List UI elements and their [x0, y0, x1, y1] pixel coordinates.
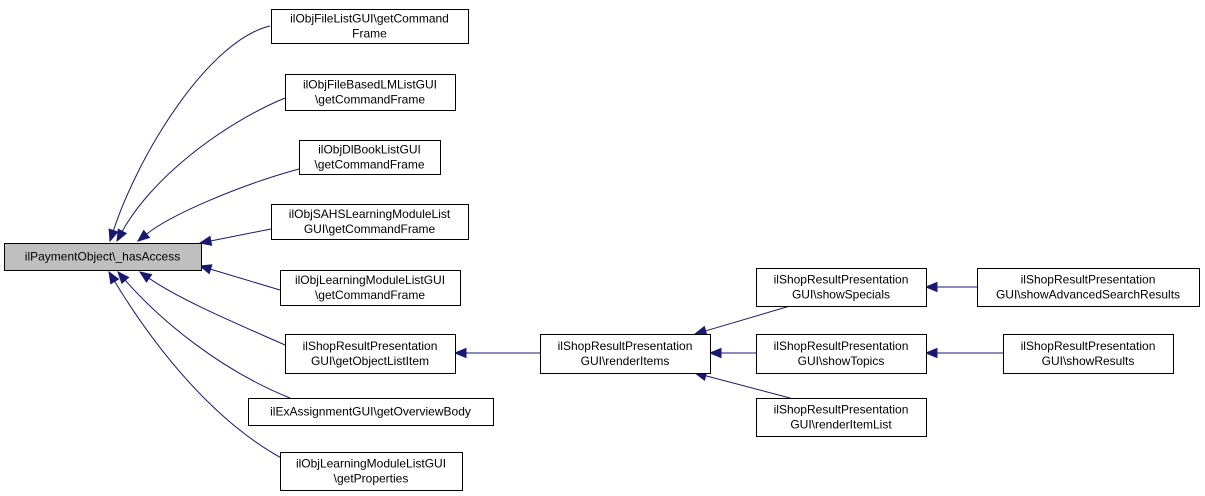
node-label-line: \getCommandFrame [314, 158, 424, 172]
node-n4[interactable]: ilObjSAHSLearningModuleListGUI\getComman… [271, 204, 469, 240]
node-label-line: ilShopResultPresentation [303, 339, 438, 353]
edge-arrowhead [108, 270, 120, 285]
node-box[interactable] [756, 268, 927, 307]
edge-n1-root [108, 25, 271, 243]
edge-line [704, 375, 791, 399]
node-label-line: ilObjSAHSLearningModuleList [289, 207, 451, 221]
edge-line [147, 277, 286, 346]
node-label-line: \getCommandFrame [315, 288, 425, 302]
nodes-layer: ilPaymentObject\_hasAccess ilObjFileListG… [4, 9, 1200, 491]
edge-arrowhead [198, 264, 213, 275]
edge-n6-root [138, 271, 286, 346]
edge-arrowhead [198, 235, 213, 246]
node-label-line: GUI\showResults [1042, 354, 1135, 368]
edge-line [145, 168, 300, 236]
node-box[interactable] [280, 452, 463, 491]
node-label-line: ilShopResultPresentation [774, 403, 909, 417]
node-box[interactable] [4, 243, 202, 271]
node-box[interactable] [299, 140, 441, 175]
edge-arrowhead [693, 325, 708, 336]
node-box[interactable] [271, 9, 469, 44]
edge-n2-root [116, 97, 286, 243]
edge-n11-n9 [708, 347, 756, 359]
edge-arrowhead [136, 229, 151, 242]
node-n2[interactable]: ilObjFileBasedLMListGUI\getCommandFrame [285, 74, 456, 111]
node-label-line: GUI\renderItemList [790, 418, 892, 432]
edges-layer [108, 25, 1003, 461]
edge-line [704, 305, 791, 332]
edge-n4-root [198, 228, 272, 246]
edge-line [112, 25, 271, 232]
edge-n8-root [108, 270, 286, 461]
edge-n14-n11 [924, 347, 1003, 359]
edge-n7-root [117, 271, 291, 399]
edge-line [113, 280, 286, 461]
node-label-line: Frame [352, 27, 387, 41]
node-label-line: GUI\renderItems [581, 354, 670, 368]
node-box[interactable] [271, 204, 469, 240]
edge-arrowhead [108, 228, 119, 243]
edge-line [209, 268, 281, 291]
node-box[interactable] [285, 74, 456, 111]
node-n5[interactable]: ilObjLearningModuleListGUI\getCommandFra… [280, 270, 461, 306]
node-box[interactable] [285, 334, 456, 374]
edge-line [209, 228, 272, 242]
edge-line [121, 97, 286, 233]
node-label-line: GUI\getCommandFrame [304, 222, 436, 236]
edge-arrowhead [138, 271, 153, 283]
edge-n12-n9 [693, 370, 791, 399]
edge-arrowhead [453, 347, 467, 359]
edge-n9-n6 [453, 347, 540, 359]
node-label-line: ilObjDlBookListGUI [318, 143, 421, 157]
node-box[interactable] [1003, 334, 1174, 374]
edge-arrowhead [708, 347, 722, 359]
node-label-line: ilObjLearningModuleListGUI [296, 457, 446, 471]
node-box[interactable] [280, 270, 461, 306]
node-label-line: ilShopResultPresentation [1021, 339, 1156, 353]
edge-arrowhead [116, 228, 128, 243]
node-n6[interactable]: ilShopResultPresentationGUI\getObjectLis… [285, 334, 456, 374]
node-box[interactable] [756, 334, 927, 374]
node-n13[interactable]: ilShopResultPresentationGUI\showAdvanced… [977, 268, 1200, 307]
node-label-line: \getProperties [334, 472, 409, 486]
node-n8[interactable]: ilObjLearningModuleListGUI\getProperties [280, 452, 463, 491]
node-label-line: GUI\showSpecials [792, 288, 890, 302]
node-label-line: \getCommandFrame [315, 93, 425, 107]
node-label-line: ilPaymentObject\_hasAccess [25, 250, 180, 264]
edge-arrowhead [117, 271, 130, 285]
node-label-line: ilExAssignmentGUI\getOverviewBody [270, 405, 471, 419]
edge-arrowhead [924, 347, 938, 359]
node-n1[interactable]: ilObjFileListGUI\getCommandFrame [271, 9, 469, 44]
node-box[interactable] [248, 398, 494, 426]
node-n3[interactable]: ilObjDlBookListGUI\getCommandFrame [299, 140, 441, 175]
node-root[interactable]: ilPaymentObject\_hasAccess [4, 243, 202, 271]
node-label-line: ilShopResultPresentation [1021, 273, 1156, 287]
node-box[interactable] [977, 268, 1200, 307]
node-label-line: GUI\showAdvancedSearchResults [996, 288, 1180, 302]
node-label-line: ilObjFileListGUI\getCommand [290, 12, 449, 26]
edge-n13-n10 [924, 281, 977, 293]
edge-n5-root [198, 264, 281, 291]
node-label-line: GUI\showTopics [798, 354, 885, 368]
node-label-line: GUI\getObjectListItem [311, 354, 429, 368]
node-label-line: ilShopResultPresentation [558, 339, 693, 353]
node-n12[interactable]: ilShopResultPresentationGUI\renderItemLi… [756, 398, 927, 437]
node-label-line: ilObjLearningModuleListGUI [295, 273, 445, 287]
edge-n10-n9 [693, 305, 791, 336]
edge-arrowhead [924, 281, 938, 293]
node-n7[interactable]: ilExAssignmentGUI\getOverviewBody [248, 398, 494, 426]
node-box[interactable] [756, 398, 927, 437]
node-label-line: ilShopResultPresentation [774, 339, 909, 353]
edge-line [124, 279, 291, 399]
node-label-line: ilShopResultPresentation [774, 273, 909, 287]
node-box[interactable] [540, 334, 711, 374]
edge-n3-root [136, 168, 300, 242]
node-label-line: ilObjFileBasedLMListGUI [303, 78, 437, 92]
